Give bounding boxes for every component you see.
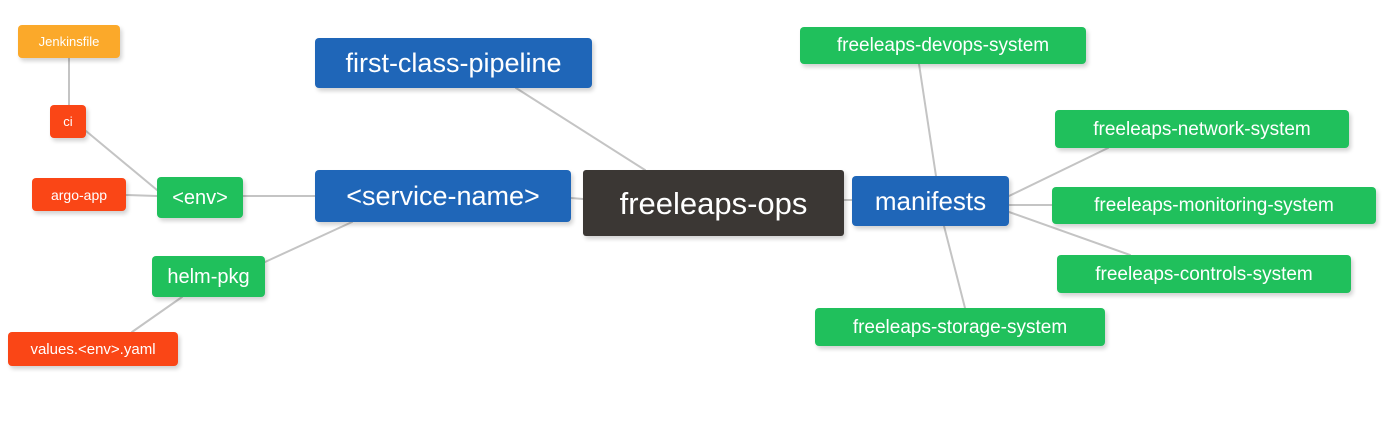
node-label: freeleaps-storage-system <box>852 316 1068 338</box>
node-label: values.<env>.yaml <box>30 340 156 358</box>
node-argo-app[interactable]: argo-app <box>32 178 126 211</box>
edge-manifests-to-freeleaps-storage-system <box>943 225 966 309</box>
node-freeleaps-devops-system[interactable]: freeleaps-devops-system <box>800 27 1086 64</box>
edge-helm-pkg-to-values-env-yaml <box>131 296 183 333</box>
node-label: freeleaps-controls-system <box>1095 263 1313 285</box>
node-freeleaps-network-system[interactable]: freeleaps-network-system <box>1055 110 1349 148</box>
edge-first-class-pipeline-to-freeleaps-ops <box>515 87 646 171</box>
node-service-name[interactable]: <service-name> <box>315 170 571 222</box>
node-label: freeleaps-network-system <box>1093 118 1311 140</box>
node-label: argo-app <box>50 186 108 203</box>
node-label: ci <box>63 114 73 129</box>
node-jenkinsfile[interactable]: Jenkinsfile <box>18 25 120 58</box>
node-label: manifests <box>874 186 987 216</box>
node-freeleaps-controls-system[interactable]: freeleaps-controls-system <box>1057 255 1351 293</box>
node-label: freeleaps-ops <box>619 185 808 221</box>
node-label: helm-pkg <box>167 265 250 288</box>
node-label: freeleaps-devops-system <box>836 35 1050 56</box>
edge-argo-app-to-env <box>125 194 158 197</box>
node-label: first-class-pipeline <box>345 47 562 78</box>
node-helm-pkg[interactable]: helm-pkg <box>152 256 265 297</box>
node-label: Jenkinsfile <box>38 34 100 49</box>
node-label: <service-name> <box>346 180 540 211</box>
node-values-env-yaml[interactable]: values.<env>.yaml <box>8 332 178 366</box>
node-freeleaps-storage-system[interactable]: freeleaps-storage-system <box>815 308 1105 346</box>
node-freeleaps-ops[interactable]: freeleaps-ops <box>583 170 844 236</box>
node-first-class-pipeline[interactable]: first-class-pipeline <box>315 38 592 88</box>
node-env[interactable]: <env> <box>157 177 243 218</box>
node-label: <env> <box>172 186 228 209</box>
node-label: freeleaps-monitoring-system <box>1094 195 1334 216</box>
edge-service-name-to-freeleaps-ops <box>570 197 584 200</box>
node-freeleaps-monitoring-system[interactable]: freeleaps-monitoring-system <box>1052 187 1376 224</box>
node-ci[interactable]: ci <box>50 105 86 138</box>
edge-manifests-to-freeleaps-devops-system <box>918 63 937 177</box>
edge-service-name-to-helm-pkg <box>264 221 353 263</box>
node-manifests[interactable]: manifests <box>852 176 1009 226</box>
